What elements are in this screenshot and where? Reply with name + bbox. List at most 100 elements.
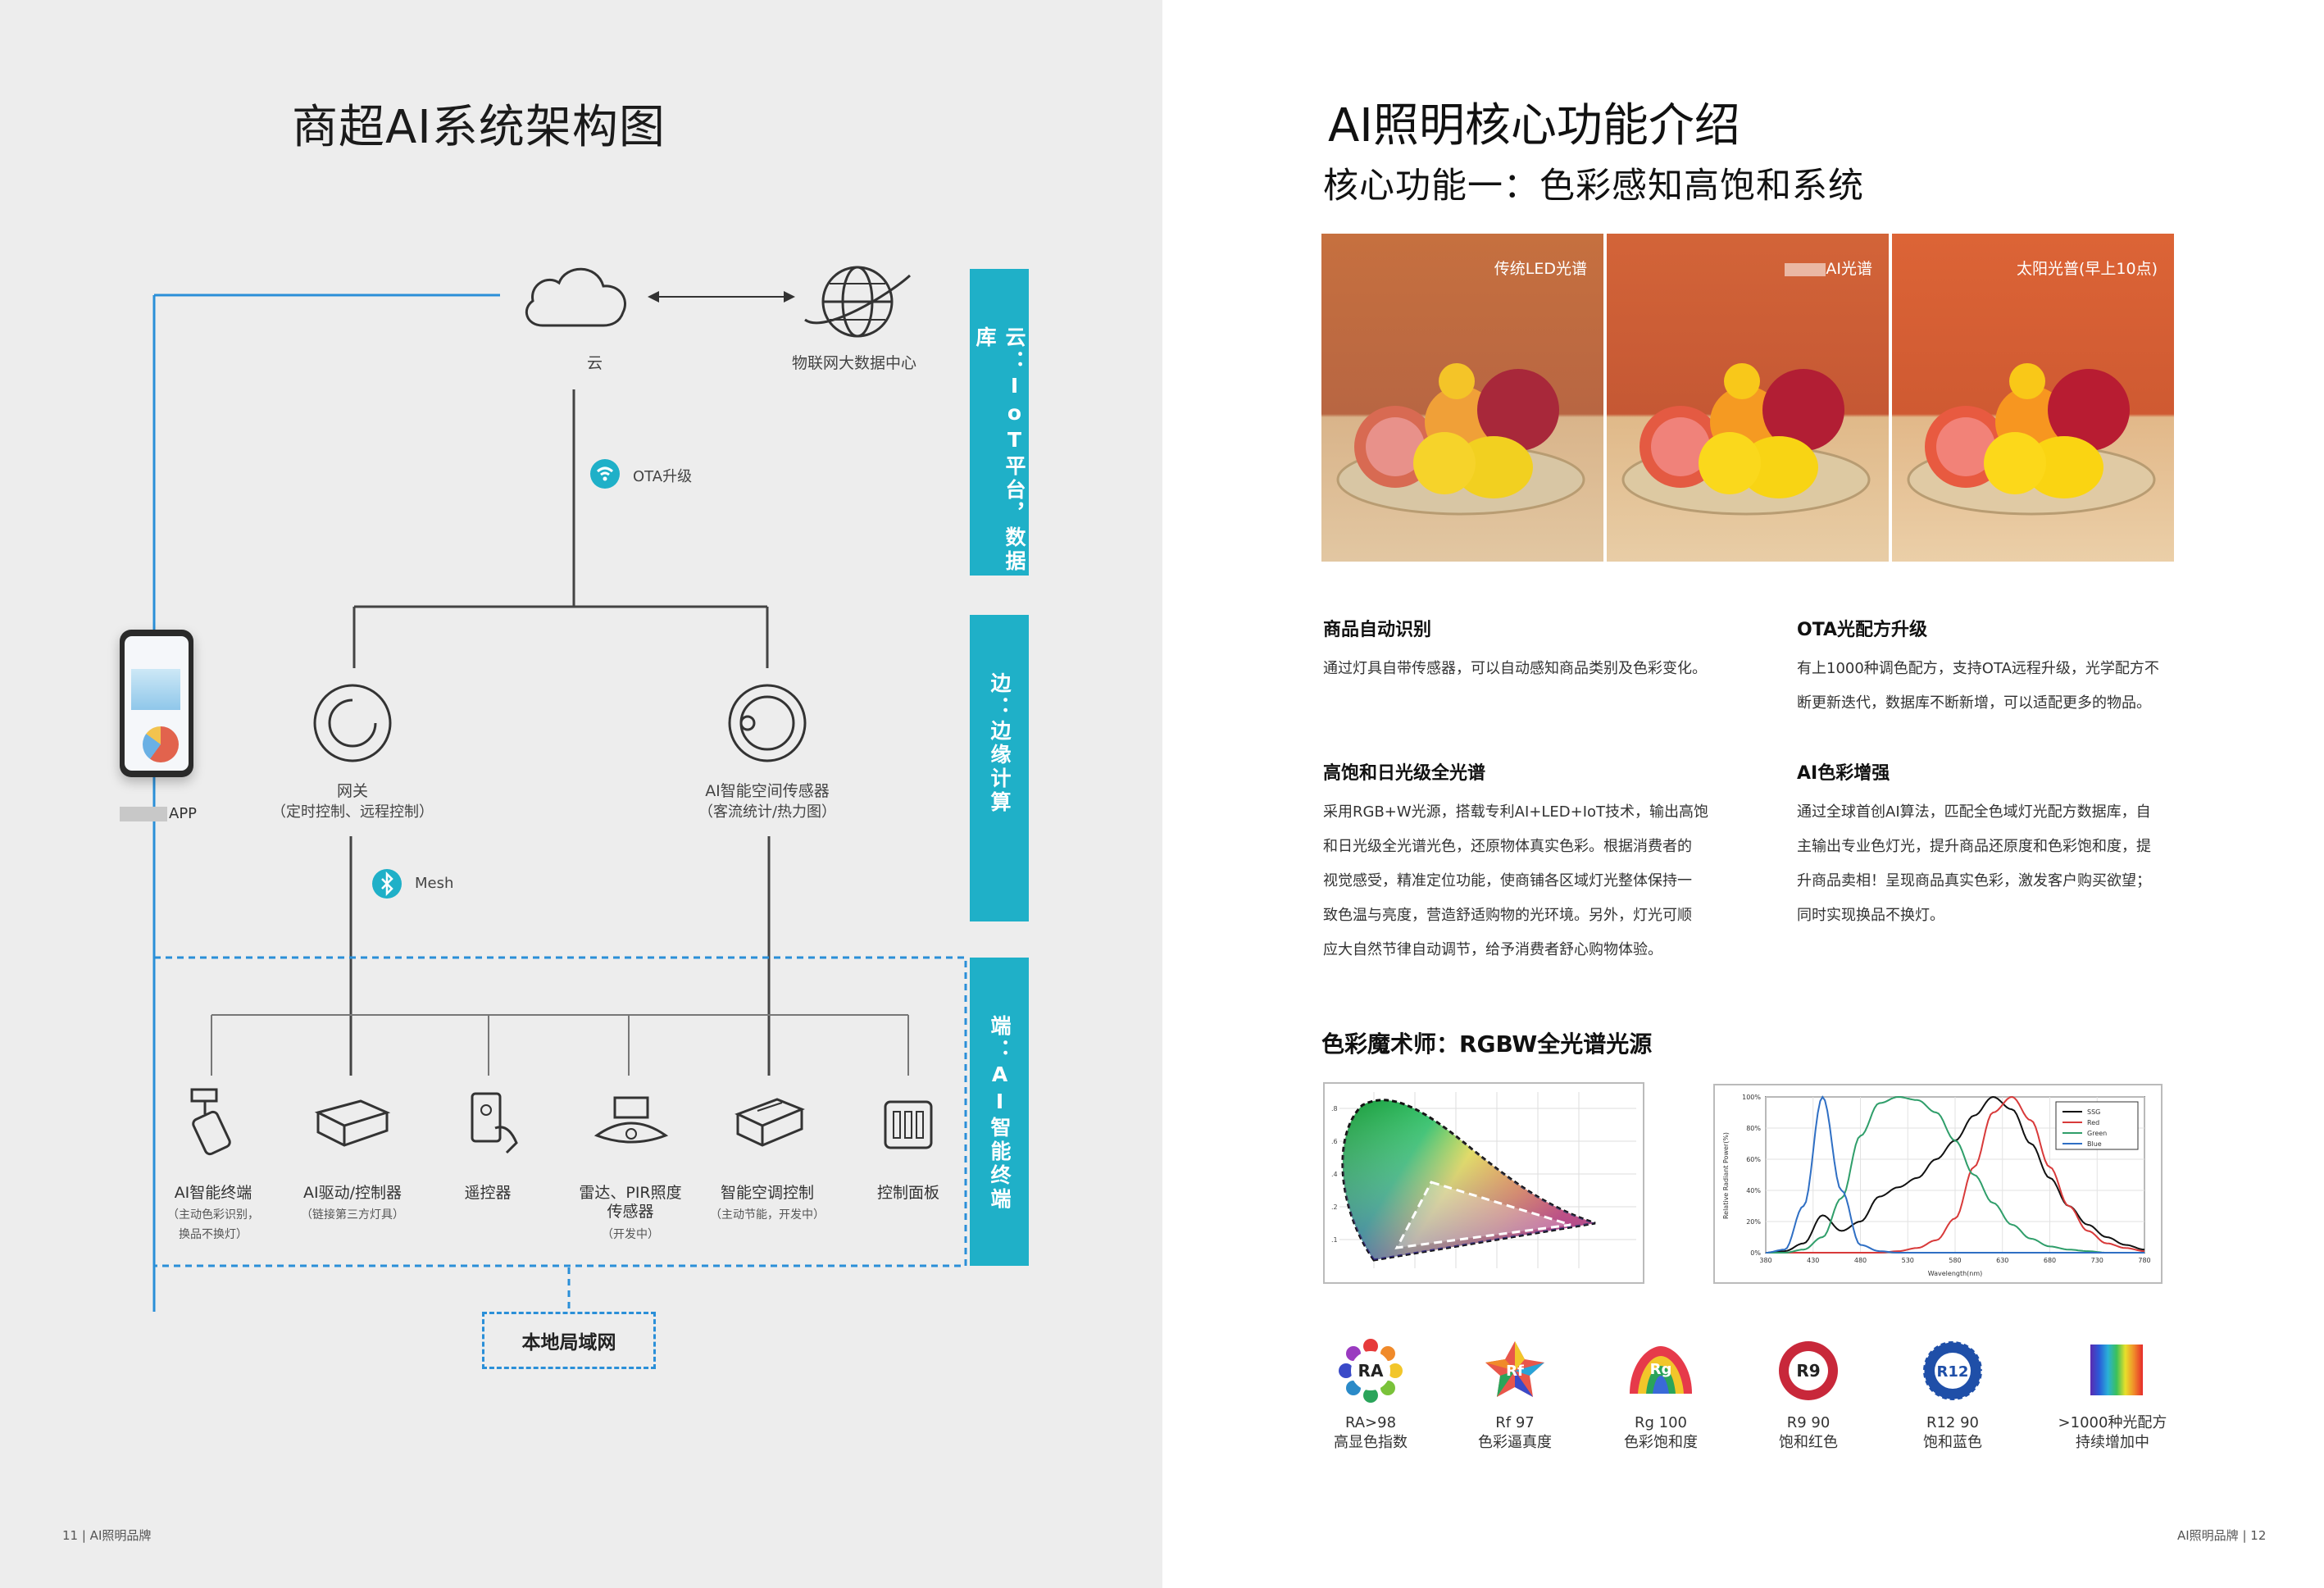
r9-badge-text: R9 [1796,1361,1820,1381]
ra-badge-icon: RA [1339,1339,1403,1403]
svg-text:.2: .2 [1331,1204,1338,1211]
series-line-green [1766,1095,2144,1254]
legend-label: Green [2087,1130,2107,1137]
rf-badge-text: Rf [1506,1363,1524,1380]
switch-panel-icon [884,1100,933,1149]
device-sub-terminal-2: 换品不换灯） [179,1228,248,1241]
radar-sensor-icon [594,1096,669,1144]
driver-box-icon [314,1099,391,1147]
feature-heading-recognition: 商品自动识别 [1323,620,1432,640]
fruit-bowl-illustration [1907,363,2156,516]
x-axis-label: Wavelength(nm) [1928,1270,1983,1277]
rg-badge-text: Rg [1650,1361,1672,1378]
svg-text:.4: .4 [1331,1171,1338,1178]
x-tick-label: 630 [1996,1257,2008,1264]
fruit-bowl-illustration [1621,363,1871,516]
remote-hand-icon [471,1092,518,1154]
page-subtitle-right: 核心功能一：色彩感知高饱和系统 [1323,166,1864,207]
x-tick-label: 430 [1807,1257,1819,1264]
globe-icon [804,266,912,338]
feature-heading-ota: OTA光配方升级 [1797,620,1928,640]
feature-text-recognition: 通过灯具自带传感器，可以自动感知商品类别及色彩变化。 [1323,660,1707,677]
cloud-label: 云 [587,354,603,372]
ota-label: OTA升级 [633,468,693,485]
y-tick-label: 40% [1746,1187,1761,1194]
feature-text-ota: 有上1000种调色配方，支持OTA远程升级，光学配方不 断更新迭代，数据库不断新… [1797,660,2159,712]
local-lan-box: 本地局域网 [482,1312,656,1369]
feature-heading-fullspectrum: 高饱和日光级全光谱 [1323,763,1486,784]
series-line-blue [1765,1095,2144,1254]
series-line-red [1766,1095,2145,1254]
x-tick-label: 530 [1902,1257,1914,1264]
ac-controller-icon [734,1098,805,1147]
page-title: 商超AI系统架构图 [292,101,666,154]
y-axis-label: Relative Radiant Power(%) [1722,1132,1730,1219]
gateway-name: 网关 [336,782,368,800]
feature-heading-ai-color: AI色彩增强 [1797,763,1890,784]
mesh-label: Mesh [415,875,454,892]
svg-text:.8: .8 [1331,1105,1338,1113]
spotlight-icon [190,1088,231,1156]
sensor-sub: （客流统计/热力图） [698,803,837,821]
fruit-bowl-illustration [1336,363,1585,516]
legend-label: SSG [2087,1108,2100,1116]
cloud-icon [525,267,626,327]
iot-center-label: 物联网大数据中心 [792,354,917,372]
spectrum-swatch-icon [2090,1345,2143,1395]
svg-text:.6: .6 [1331,1138,1338,1145]
page-title-right: AI照明核心功能介绍 [1328,99,1740,152]
y-tick-label: 100% [1742,1094,1761,1101]
device-sub-ac: （主动节能，开发中） [710,1208,825,1222]
feature-text-fullspectrum: 采用RGB+W光源，搭载专利AI+LED+IoT技术，输出高饱 和日光级全光谱光… [1323,803,1709,958]
photo-traditional-led: 传统LED光谱 [1321,234,1603,562]
gateway-sub: （定时控制、远程控制） [271,803,434,821]
photo-label-2: AI光谱 [1785,257,1872,279]
feature-text-ai-color: 通过全球首创AI算法，匹配全色域灯光配方数据库，自 主输出专业色灯光，提升商品还… [1797,803,2151,924]
device-name-terminal: AI智能终端 [174,1184,252,1202]
x-tick-label: 780 [2138,1257,2150,1264]
y-tick-label: 60% [1746,1156,1761,1163]
photo-label-1: 传统LED光谱 [1494,260,1587,278]
legend-label: Red [2087,1119,2099,1126]
device-name-ac: 智能空调控制 [720,1184,814,1202]
rf-badge-icon: Rf [1485,1341,1544,1397]
blurred-brand [1785,262,1826,276]
cie-gamut-chart: .8 .6 .4 .2 .1 [1323,1082,1644,1284]
phone-app-icon [120,630,193,777]
device-sub-radar: （开发中） [602,1228,659,1241]
device-name-radar-2: 传感器 [607,1203,654,1221]
y-tick-label: 0% [1750,1249,1761,1257]
band-edge: 边：边缘计算 [970,615,1029,921]
blurred-brand [120,807,167,821]
y-tick-label: 80% [1746,1125,1761,1132]
page-folio-right: AI照明品牌 | 12 [2177,1528,2267,1543]
x-tick-label: 680 [2044,1257,2056,1264]
rg-badge-icon: Rg [1630,1346,1692,1394]
sensor-name: AI智能空间传感器 [705,782,830,800]
legend-label: Blue [2087,1140,2102,1148]
gateway-icon [313,684,392,762]
device-name-panel: 控制面板 [876,1184,939,1202]
device-name-driver: AI驱动/控制器 [302,1184,402,1202]
space-sensor-icon [728,684,807,762]
x-tick-label: 480 [1854,1257,1867,1264]
svg-text:.1: .1 [1331,1236,1338,1244]
band-terminal: 端：AI智能终端 [970,958,1029,1266]
photo-label-3: 太阳光普(早上10点) [2016,260,2158,278]
wifi-icon [590,459,620,489]
bluetooth-icon [372,869,402,899]
photo-ai-spectrum: AI光谱 [1607,234,1889,562]
photo-sunlight: 太阳光普(早上10点) [1892,234,2174,562]
device-sub-terminal-1: （主动色彩识别， [167,1208,259,1222]
x-tick-label: 580 [1949,1257,1961,1264]
left-page: 商超AI系统架构图 [0,0,1162,1588]
